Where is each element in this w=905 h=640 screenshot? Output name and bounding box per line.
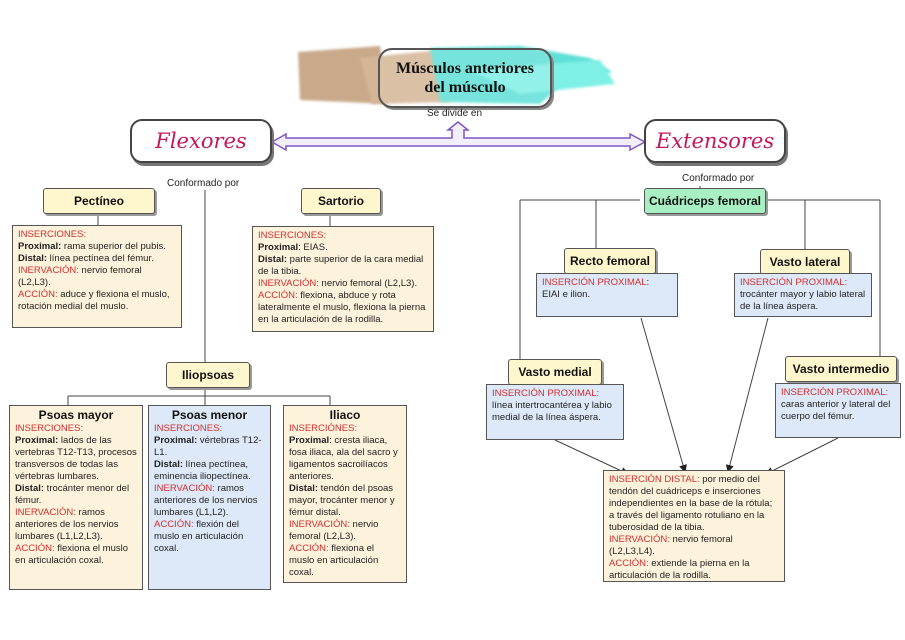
psoas-mayor-distal-value: trocánter menor del fémur.	[15, 483, 130, 506]
psoas-mayor-inserciones: INSERCIONES:	[15, 423, 84, 434]
psoas-menor-accion-key: ACCIÓN:	[154, 519, 194, 530]
main-title: Músculos anteriores del músculo	[378, 48, 552, 108]
vasto-lateral-label: Vasto lateral	[760, 249, 850, 275]
sartorio-distal-key: Distal:	[258, 254, 288, 265]
vasto-lateral-insercion-key: INSERCIÓN PROXIMAL:	[740, 277, 848, 288]
title-line-1: Músculos anteriores	[396, 60, 534, 77]
flexores-node: Flexores	[130, 119, 272, 163]
psoas-mayor-title: Psoas mayor	[38, 408, 114, 422]
vasto-intermedio-insercion-key: INSERCIÓN PROXIMAL:	[781, 387, 889, 398]
psoas-mayor-inervacion-key: INERVACIÓN:	[15, 507, 76, 518]
divide-label: Se divide en	[427, 108, 483, 119]
pectineo-info: INSERCIONES: Proximal: rama superior del…	[12, 225, 182, 328]
recto-femoral-insercion-value: EIAI e ilion.	[542, 289, 591, 300]
vasto-lateral-info: INSERCIÓN PROXIMAL: trocánter mayor y la…	[734, 273, 872, 317]
iliopsoas-label: Iliopsoas	[166, 362, 250, 388]
psoas-menor-distal-key: Distal:	[154, 459, 184, 470]
insercion-distal-accion-value: extiende la pierna en la articulación de…	[609, 558, 750, 581]
insercion-distal-value: por medio del tendón del cuádriceps e in…	[609, 474, 773, 533]
sartorio-label: Sartorio	[301, 188, 381, 214]
recto-femoral-insercion-colon: :	[646, 277, 650, 288]
divide-double-arrow	[270, 121, 647, 152]
pectineo-distal-value: línea pectínea del fémur.	[47, 253, 154, 264]
insercion-distal-key: INSERCIÓN DISTAL:	[609, 474, 700, 485]
title-paint-decoration	[298, 46, 615, 104]
iliaco-title: Iliaco	[329, 408, 361, 422]
iliaco-proximal-key: Proximal	[289, 435, 330, 446]
pectineo-accion-value: aduce y flexiona el muslo, rotación medi…	[18, 289, 170, 312]
vasto-intermedio-insercion-value: caras anterior y lateral del cuerpo del …	[781, 399, 891, 422]
pectineo-label: Pectíneo	[43, 188, 155, 214]
psoas-mayor-accion-value: flexiona el muslo en articulación coxal.	[15, 543, 128, 566]
pectineo-inervacion-key: INERVACIÓN:	[18, 265, 79, 276]
vasto-medial-label: Vasto medial	[508, 359, 602, 385]
sartorio-accion-key: ACCIÓN:	[258, 290, 298, 301]
psoas-menor-title: Psoas menor	[171, 408, 248, 422]
psoas-menor-inserciones: INSERCIONES:	[154, 423, 223, 434]
sartorio-inervacion-value: nervio femoral (L2,L3).	[318, 278, 418, 289]
pectineo-inserciones: INSERCIONES:	[18, 229, 87, 240]
iliaco-info: Iliaco INSERCIÓNES: Proximal: cresta ili…	[283, 405, 407, 583]
sartorio-accion-value: flexiona, abduce y rota lateralmente el …	[258, 290, 426, 325]
pectineo-accion-key: ACCIÓN:	[18, 289, 58, 300]
psoas-menor-proximal-value: vértebras T12-L1.	[154, 435, 262, 458]
sartorio-inervacion-key: INERVACIÓN:	[258, 278, 319, 289]
pectineo-proximal-key: Proximal:	[18, 241, 62, 252]
psoas-menor-inervacion-value: ramos anteriores de los nervios lumbares…	[154, 483, 258, 518]
iliaco-accion-value: flexiona el muslo en articulación coxal.	[289, 543, 379, 578]
flexores-conformado-label: Conformado por	[167, 178, 240, 189]
extensores-node: Extensores	[644, 119, 786, 163]
vasto-lateral-insercion-value: trocánter mayor y labio lateral de la lí…	[740, 289, 866, 312]
sartorio-info: INSERCIONES: Proximal: EIAS. Distal: par…	[252, 226, 434, 332]
vasto-intermedio-info: INSERCIÓN PROXIMAL: caras anterior y lat…	[775, 383, 901, 438]
vasto-intermedio-label: Vasto intermedio	[785, 356, 897, 382]
psoas-mayor-proximal-value: lados de las vertebras T12-T13, procesos…	[15, 435, 137, 482]
psoas-mayor-proximal-key: Proximal:	[15, 435, 59, 446]
pectineo-distal-key: Distal:	[18, 253, 48, 264]
sartorio-inserciones: INSERCIONES:	[258, 230, 327, 241]
psoas-mayor-inervacion-value: ramos anteriores de los nervios lumbares…	[15, 507, 119, 542]
extensores-conformado-label: Conformado por	[682, 173, 755, 184]
iliaco-distal-key: Distal:	[289, 483, 319, 494]
vasto-medial-insercion-key: INSERCIÓN PROXIMAL:	[492, 388, 600, 399]
pectineo-inervacion-value: nervio femoral (L2,L3).	[18, 265, 142, 288]
iliaco-proximal-value: : cresta iliaca, fosa iliaca, ala del sa…	[289, 435, 398, 482]
insercion-distal-info: INSERCIÓN DISTAL: por medio del tendón d…	[603, 470, 785, 582]
recto-femoral-info: INSERCIÓN PROXIMAL: EIAI e ilion.	[536, 273, 678, 317]
psoas-menor-inervacion-key: INERVACIÓN:	[154, 483, 215, 494]
psoas-mayor-info: Psoas mayor INSERCIONES: Proximal: lados…	[9, 405, 143, 590]
psoas-mayor-distal-key: Distal:	[15, 483, 45, 494]
sartorio-proximal-key: Proximal	[258, 242, 299, 253]
cuadriceps-label: Cuádriceps femoral	[644, 188, 766, 214]
psoas-menor-proximal-key: Proximal:	[154, 435, 198, 446]
iliaco-inervacion-key: INERVACIÓN:	[289, 519, 350, 530]
psoas-menor-distal-value: línea pectínea, eminencia iliopectínea.	[154, 459, 251, 482]
iliaco-inervacion-value: nervio femoral (L2,L3).	[289, 519, 379, 542]
vasto-medial-insercion-value: línea intertrocantérea y labio medial de…	[492, 400, 612, 423]
iliaco-distal-value: tendón del psoas mayor, trocánter menor …	[289, 483, 395, 518]
psoas-menor-accion-value: flexión del muslo en articulación coxal.	[154, 519, 244, 554]
insercion-distal-accion-key: ACCIÓN:	[609, 558, 649, 569]
title-line-2: del músculo	[424, 79, 506, 96]
sartorio-proximal-value: : EIAS.	[298, 242, 328, 253]
psoas-mayor-accion-key: ACCIÓN:	[15, 543, 55, 554]
iliaco-accion-key: ACCIÓN:	[289, 543, 329, 554]
recto-femoral-label: Recto femoral	[564, 248, 656, 274]
pectineo-proximal-value: rama superior del pubis.	[61, 241, 166, 252]
sartorio-distal-value: parte superior de la cara medial de la t…	[258, 254, 424, 277]
iliaco-inserciones: INSERCIÓNES:	[289, 423, 358, 434]
recto-femoral-insercion-key: INSERCIÓN PROXIMAL	[542, 277, 647, 288]
psoas-menor-info: Psoas menor INSERCIONES: Proximal: vérte…	[148, 405, 271, 590]
insercion-distal-inervacion-value: nervio femoral (L2,L3,L4).	[609, 534, 733, 557]
insercion-distal-inervacion-key: INERVACIÓN:	[609, 534, 670, 545]
vasto-medial-info: INSERCIÓN PROXIMAL: línea intertrocantér…	[486, 384, 624, 440]
